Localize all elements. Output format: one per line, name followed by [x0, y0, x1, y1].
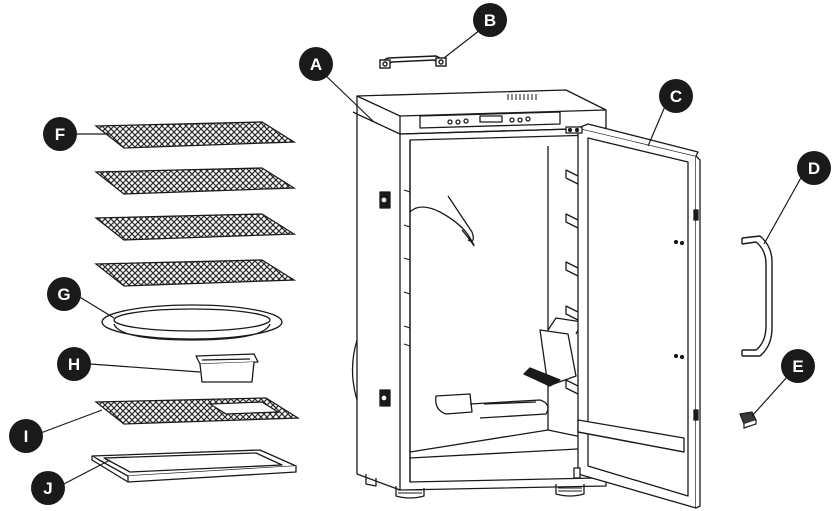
callout-A: A: [299, 47, 333, 81]
leader-J: [60, 460, 110, 486]
callout-H-label: H: [68, 355, 80, 374]
wood-chip-box: [196, 354, 258, 382]
callout-J: J: [31, 471, 65, 505]
cooking-rack-3: [96, 214, 294, 240]
cooking-rack-2: [96, 168, 294, 194]
smoker-cabinet: [353, 90, 607, 498]
callout-F-label: F: [55, 125, 65, 144]
callout-J-label: J: [43, 479, 52, 498]
leader-C: [648, 104, 666, 146]
cooking-rack-4: [96, 260, 294, 286]
leader-I: [38, 410, 102, 434]
callout-B: B: [473, 3, 507, 37]
callout-A-label: A: [310, 55, 322, 74]
cooking-racks: [96, 122, 294, 286]
callout-E: E: [781, 349, 815, 383]
leader-B: [444, 30, 480, 58]
callout-H: H: [57, 347, 91, 381]
callout-D: D: [797, 151, 831, 185]
callout-G-label: G: [57, 285, 70, 304]
callout-E-label: E: [792, 357, 803, 376]
callout-G: G: [47, 277, 81, 311]
water-bowl: [102, 305, 282, 340]
drip-tray: [92, 450, 296, 482]
callout-B-label: B: [484, 11, 496, 30]
cooking-rack-1: [96, 122, 294, 148]
callout-C-label: C: [670, 87, 682, 106]
callout-I-label: I: [24, 427, 29, 446]
callouts: A B C D E F G H I J: [9, 3, 831, 505]
door: [566, 124, 700, 508]
leader-H: [90, 364, 200, 372]
top-handle: [380, 56, 446, 68]
callout-F: F: [43, 117, 77, 151]
leader-E: [752, 376, 788, 416]
leader-G: [78, 296, 114, 318]
callout-C: C: [659, 79, 693, 113]
door-handle: [742, 236, 772, 356]
rack: [96, 398, 298, 424]
callout-I: I: [9, 419, 43, 453]
leader-D: [764, 176, 802, 244]
callout-D-label: D: [808, 159, 820, 178]
